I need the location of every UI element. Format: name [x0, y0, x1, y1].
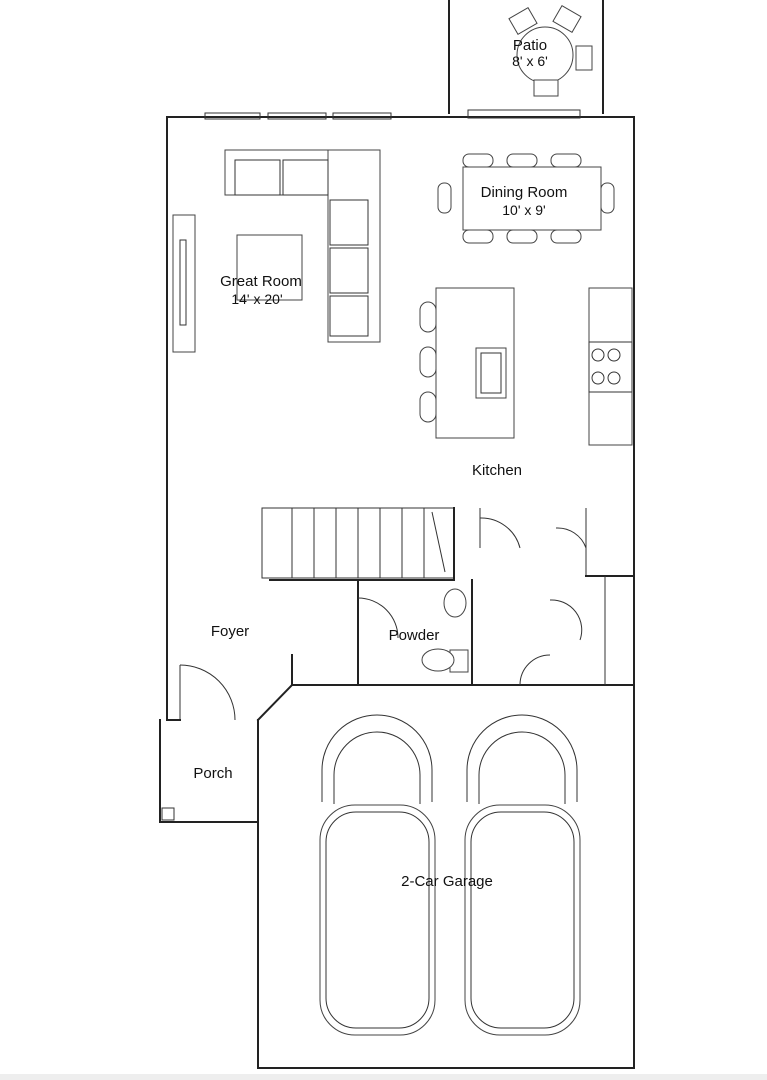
patio-area: Patio 8' x 6': [448, 0, 604, 114]
toilet-icon: [421, 648, 469, 673]
patio-label: Patio: [513, 37, 547, 54]
tv-console-icon: [172, 214, 196, 353]
kitchen-label: Kitchen: [472, 462, 522, 479]
exterior-walls: [159, 116, 635, 1069]
staircase-icon: [261, 507, 455, 581]
car-icon-right: [464, 714, 581, 1036]
dining-room-size: 10' x 9': [502, 202, 545, 218]
windows: [204, 109, 581, 120]
patio-size: 8' x 6': [512, 53, 548, 69]
dining-room-label: Dining Room: [481, 184, 568, 201]
interior-walls: [166, 508, 635, 721]
coffee-table-icon: [236, 234, 303, 301]
porch-label: Porch: [193, 765, 232, 782]
powder-label: Powder: [389, 627, 440, 644]
kitchen-counter-icon: [588, 287, 633, 446]
great-room-size: 14' x 20': [231, 291, 282, 307]
dining-table-icon: [437, 153, 615, 244]
garage-label: 2-Car Garage: [401, 873, 493, 890]
kitchen-island-icon: [419, 287, 515, 439]
sink-icon: [443, 588, 467, 618]
car-icon-left: [319, 714, 436, 1036]
bottom-bar: [0, 1074, 767, 1080]
sectional-sofa-icon: [224, 149, 381, 343]
great-room-label: Great Room: [220, 273, 302, 290]
patio-table-icon: [508, 5, 593, 97]
foyer-label: Foyer: [211, 623, 249, 640]
